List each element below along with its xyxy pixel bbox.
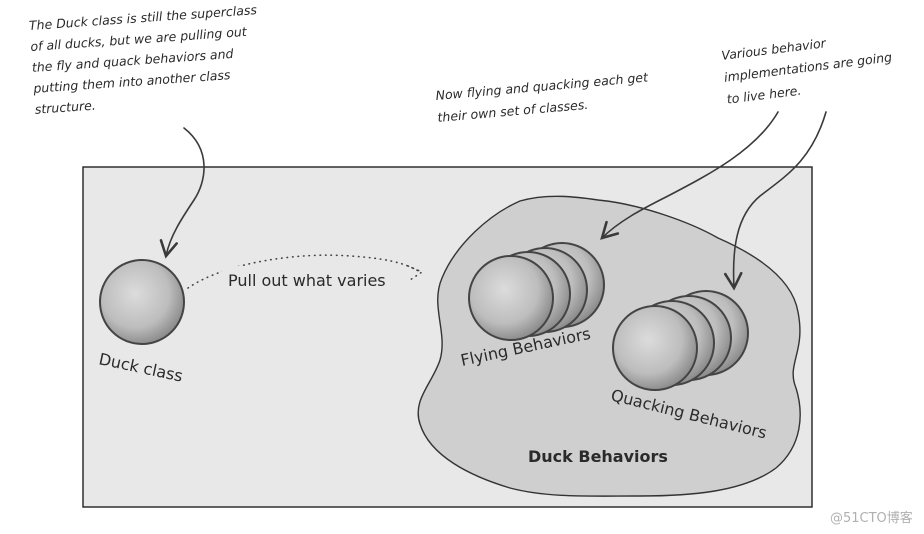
- flying-pointer-arrow: [600, 111, 779, 240]
- annotation-line: their own set of classes.: [437, 97, 589, 125]
- quacking-pointer-arrow: [723, 111, 827, 291]
- duck-class-annotation: The Duck class is still the superclass o…: [28, 2, 257, 117]
- pull-out-label-bg: [222, 266, 394, 292]
- annotation-line: Now flying and quacking each get: [435, 69, 650, 103]
- pull-out-label: Pull out what varies: [228, 271, 386, 290]
- annotation-line: structure.: [34, 98, 96, 117]
- quacking-behaviors-stack: [612, 290, 749, 391]
- quacking-behavior-sphere: [612, 305, 698, 391]
- flying-behaviors-stack: [468, 242, 605, 341]
- classes-annotation: Now flying and quacking each get their o…: [435, 69, 650, 125]
- duck-class-arrow: [159, 127, 205, 259]
- implementations-annotation: Various behavior implementations are goi…: [721, 35, 893, 107]
- annotation-line: to live here.: [726, 83, 802, 107]
- flying-behavior-sphere: [468, 255, 554, 341]
- watermark: @51CTO博客: [830, 510, 913, 526]
- duck-behaviors-label: Duck Behaviors: [528, 447, 668, 466]
- duck-class-sphere: [99, 259, 185, 345]
- pull-out-arrowhead-dots: [407, 265, 424, 281]
